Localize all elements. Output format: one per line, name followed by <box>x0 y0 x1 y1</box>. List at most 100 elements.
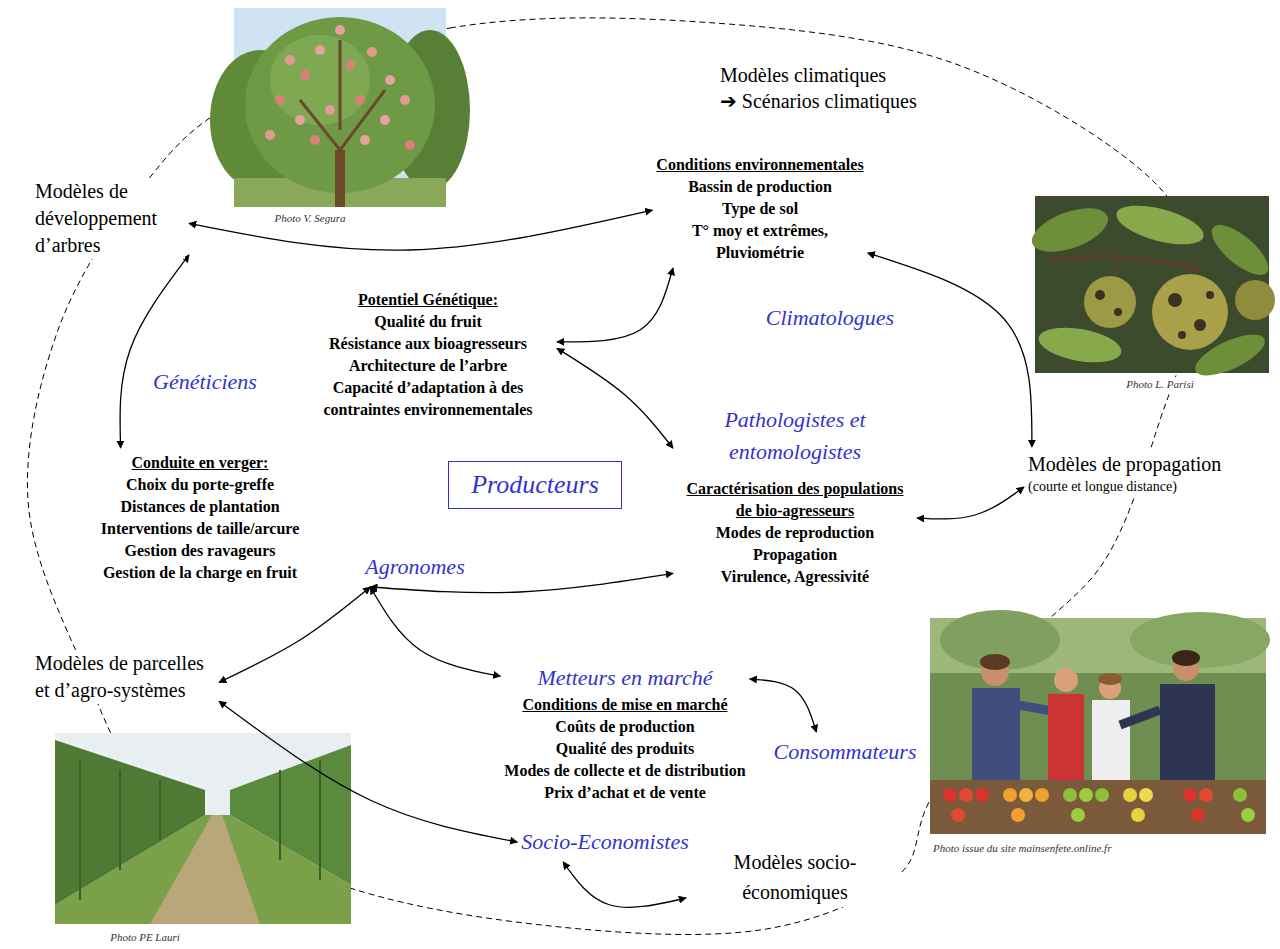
node-text: Bassin de production <box>688 176 832 198</box>
photo-market-shape <box>1131 808 1145 822</box>
node-heading: Conduite en verger: <box>132 452 269 474</box>
photo-market-shape <box>1191 808 1205 822</box>
photo-orchard-rows-shape <box>80 760 320 900</box>
photo-market-shape <box>1139 788 1153 802</box>
orchard-block: Conduite en verger:Choix du porte-greffe… <box>101 452 300 584</box>
node-text: Modes de reproduction <box>716 522 875 544</box>
node-text: Résistance aux bioagresseurs <box>329 333 527 355</box>
photo-credit: Photo V. Segura <box>275 211 346 225</box>
node-heading: Modèles socio-économiques <box>690 847 900 907</box>
node-text: Capacité d’adaptation à des contraintes … <box>303 377 553 421</box>
photo-apple-tree-shape <box>315 45 325 55</box>
role-label: Consommateurs <box>773 736 916 768</box>
node-text: Virulence, Agressivité <box>721 566 869 588</box>
photo-apple-tree-shape <box>335 25 345 35</box>
photo-credit: Photo PE Lauri <box>110 930 180 944</box>
node-heading: Metteurs en marché <box>537 662 712 694</box>
node-text: Propagation <box>753 544 837 566</box>
photo-apple-tree-shape <box>380 115 390 125</box>
node-heading: Pathologistes et entomologistes <box>677 404 913 468</box>
photo-scab-apples-shape <box>1206 291 1214 299</box>
node-heading: Modèles de parcelles et d’agro-systèmes <box>35 650 215 704</box>
photo-market-shape <box>1199 788 1213 802</box>
connector-arrow <box>370 587 500 676</box>
photo-orchard-rows-shape <box>55 733 351 924</box>
photo-market-shape <box>940 610 1060 670</box>
photo-scab-apples-shape <box>1050 257 1200 270</box>
photo-apple-tree-shape <box>300 70 310 80</box>
connector-arrow <box>189 210 652 250</box>
photo-market-shape <box>1172 650 1200 666</box>
climate-label: ➔ Scénarios climatiques <box>720 88 917 115</box>
photo-market-shape <box>1095 788 1109 802</box>
pest-block: Pathologistes et entomologistesCaractéri… <box>677 404 913 588</box>
photo-scab-apples-shape <box>1204 217 1276 283</box>
photo-scab-apples-shape <box>1152 274 1228 350</box>
photo-scab-apples-shape <box>1026 199 1113 260</box>
model-label: Modèles de propagation(courte et longue … <box>1028 451 1221 496</box>
node-text: Gestion de la charge en fruit <box>103 562 297 584</box>
photo-apple-tree-shape <box>405 140 415 150</box>
role-label: Agronomes <box>365 551 464 583</box>
climate-label: Modèles climatiques <box>720 62 886 89</box>
photo-credit: Photo L. Parisi <box>1126 377 1194 391</box>
market-block: Metteurs en marchéConditions de mise en … <box>504 662 745 804</box>
photo-credit: Photo issue du site mainsenfete.online.f… <box>933 841 1111 855</box>
photo-apple-tree-shape <box>400 95 410 105</box>
environment-block: Conditions environnementalesBassin de pr… <box>656 154 863 264</box>
genetics-block: Potentiel Génétique:Qualité du fruitRési… <box>303 289 553 421</box>
photo-scab-apples-shape <box>1194 319 1206 331</box>
photo-market-shape <box>1071 808 1085 822</box>
photo-market-shape <box>1011 808 1025 822</box>
photo-market-shape <box>1130 612 1270 668</box>
photo-apple-tree-shape <box>367 47 377 57</box>
node-text: Interventions de taille/arcure <box>101 518 300 540</box>
node-text: Caractérisation des populations de bio-a… <box>677 478 913 522</box>
photo-scab-apples-shape <box>1036 322 1124 368</box>
photo-market-shape <box>1003 788 1017 802</box>
node-heading: Socio-Economistes <box>521 826 688 858</box>
model-label: Modèles de développement d’arbres <box>35 178 185 259</box>
photo-market-shape <box>1035 788 1049 802</box>
photo-scab-apples-shape <box>1178 331 1186 339</box>
connector-group <box>120 210 1032 907</box>
node-text: Prix d’achat et de vente <box>544 782 706 804</box>
node-text: Coûts de production <box>555 716 694 738</box>
photo-market-shape <box>930 780 1266 834</box>
photo-market-shape <box>1120 710 1160 725</box>
photo-scab-apples-shape <box>1095 290 1105 300</box>
model-label: Modèles de parcelles et d’agro-systèmes <box>35 650 215 704</box>
photo-market-shape <box>1160 684 1215 794</box>
photo-market-shape <box>1241 808 1255 822</box>
photo-apple-tree-shape <box>300 40 385 150</box>
photo-market-shape <box>959 788 973 802</box>
photo-scab-apples <box>1026 196 1276 384</box>
node-text: Architecture de l’arbre <box>349 355 507 377</box>
role-label: Socio-Economistes <box>521 826 688 858</box>
node-text: Type de sol <box>722 198 798 220</box>
node-heading: Modèles de propagation <box>1028 451 1221 478</box>
photo-apple-tree <box>210 8 470 207</box>
photo-market-shape <box>1054 668 1078 692</box>
photo-market <box>930 610 1270 834</box>
photo-scab-apples-shape <box>1235 280 1275 320</box>
node-text: (courte et longue distance) <box>1028 478 1177 496</box>
node-heading: Consommateurs <box>773 736 916 768</box>
photo-market-shape <box>1233 788 1247 802</box>
node-heading: Agronomes <box>365 551 464 583</box>
photo-orchard-rows-shape <box>150 815 260 924</box>
connector-arrow <box>219 701 517 842</box>
photo-market-shape <box>1183 788 1197 802</box>
node-text: Modes de collecte et de distribution <box>504 760 745 782</box>
photo-apple-tree-shape <box>385 75 395 85</box>
photo-scab-apples-shape <box>1168 293 1182 307</box>
model-label: Modèles socio-économiques <box>690 847 900 907</box>
role-label: Climatologues <box>766 302 894 334</box>
photo-apple-tree-shape <box>345 60 355 70</box>
photo-market-shape <box>1098 673 1122 685</box>
producer-box: Producteurs <box>448 461 622 509</box>
photo-market-shape <box>1092 700 1130 785</box>
node-heading: Producteurs <box>471 468 599 502</box>
connector-arrow <box>120 255 189 448</box>
